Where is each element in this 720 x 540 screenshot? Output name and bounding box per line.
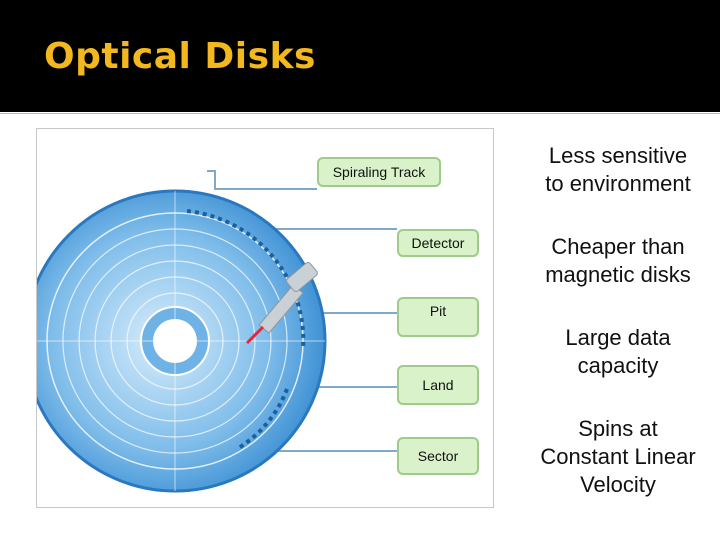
bullet-line: magnetic disks: [545, 262, 691, 287]
bullet-line: Constant Linear: [540, 444, 696, 469]
bullet-line: Velocity: [580, 472, 656, 497]
bullet-line: Less sensitive: [548, 143, 688, 168]
bullet-cheaper: Cheaper than magnetic disks: [518, 233, 718, 289]
bullet-line: capacity: [577, 353, 659, 378]
bullet-clv: Spins at Constant Linear Velocity: [518, 415, 718, 499]
connector-spiraling-track: [207, 170, 317, 190]
laser-beam: [245, 325, 265, 345]
label-sector: Sector: [397, 437, 479, 475]
bullet-line: to environment: [545, 171, 691, 196]
header-divider: [0, 113, 720, 114]
bullet-line: Large data: [565, 325, 671, 350]
bullet-less-sensitive: Less sensitive to environment: [518, 142, 718, 198]
label-land: Land: [397, 365, 479, 405]
bullet-capacity: Large data capacity: [518, 324, 718, 380]
bullet-line: Spins at: [578, 416, 658, 441]
slide-title: Optical Disks: [44, 36, 316, 77]
detector-icon: [245, 261, 318, 345]
disk: [37, 189, 327, 493]
pit-track: [186, 209, 306, 451]
title-bar: [0, 0, 720, 112]
bullet-line: Cheaper than: [551, 234, 685, 259]
label-spiraling-track: Spiraling Track: [317, 157, 441, 187]
label-detector: Detector: [397, 229, 479, 257]
disk-illustration: [37, 170, 397, 493]
optical-disk-diagram: Spiraling Track Detector Pit Land Sector: [36, 128, 494, 508]
label-pit: Pit: [397, 297, 479, 337]
